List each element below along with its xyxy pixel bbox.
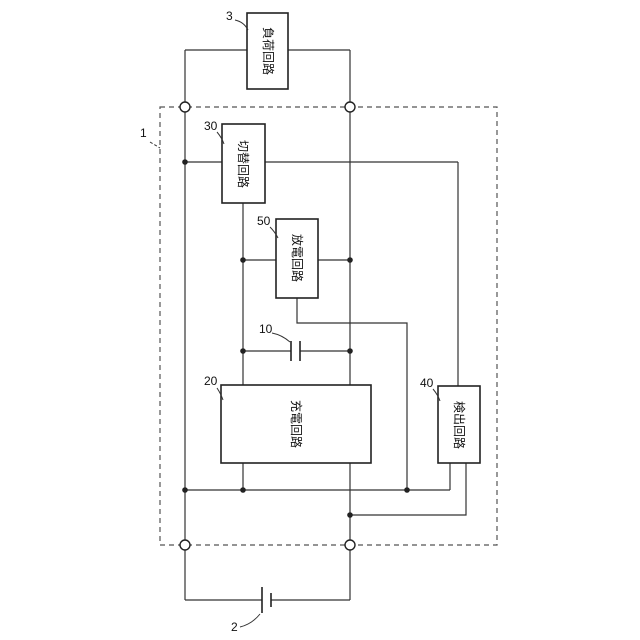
ref-power-source: 2 [231,620,238,634]
ref-capacitor: 10 [259,322,273,336]
detection-circuit-label: 検出回路 [452,401,467,449]
discharge-circuit-label: 放電回路 [290,234,305,282]
junction-dot [240,257,246,263]
switching-circuit-label: 切替回路 [236,140,251,188]
terminal [345,540,355,550]
device-boundary [160,107,497,545]
ref-charging-circuit: 20 [204,374,218,388]
junction-dot [347,512,353,518]
junction-dot [182,487,188,493]
load-circuit-label: 負荷回路 [261,27,276,75]
junction-dot [404,487,410,493]
junction-dot [182,159,188,165]
ref-detection-circuit: 40 [420,376,434,390]
charging-circuit-label: 充電回路 [289,400,304,448]
junction-dot [240,348,246,354]
junction-dot [347,257,353,263]
ref-load-circuit: 3 [226,9,233,23]
ref-device: 1 [140,126,147,140]
leader-power-source [240,614,260,627]
junction-dot [347,348,353,354]
ref-discharge-circuit: 50 [257,214,271,228]
leader-device [150,142,160,148]
terminal [180,102,190,112]
ref-switching-circuit: 30 [204,119,218,133]
terminal [345,102,355,112]
terminal [180,540,190,550]
leader-load-circuit [235,20,248,30]
junction-dot [240,487,246,493]
leader-capacitor [272,333,290,342]
